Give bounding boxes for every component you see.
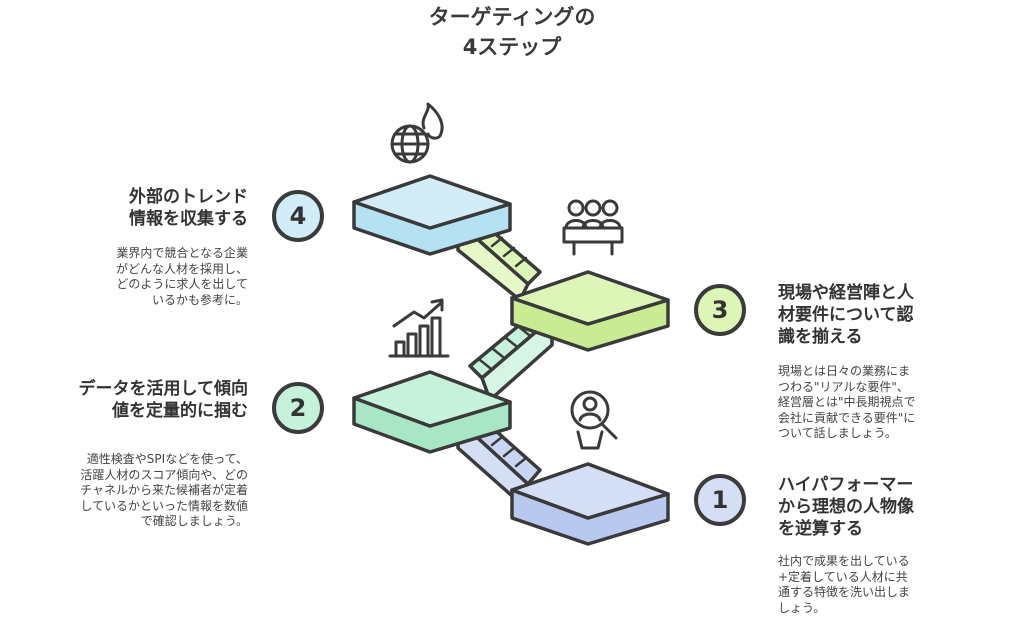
step-4-title: 外部のトレンド 情報を収集する [129,187,248,229]
step-4-number: 4 [272,190,324,242]
platform-1 [510,462,670,546]
title-line-1: ターゲティングの [428,5,596,29]
step-2-number: 2 [272,382,324,434]
step-2-title: データを活用して傾向 値を定量的に掴む [78,379,249,421]
step-2-description: 適性検査やSPIなどを使って、 活躍人材のスコア傾向や、どの チャネルから来た候… [80,452,248,528]
step-3-title: 現場や経営陣と人 材要件について認 識を揃える [778,283,914,347]
step-3-description: 現場とは日々の業務にま つわる"リアルな要件"、 経営層とは"中長期視点で 会社… [778,364,916,440]
globe-fire-icon [390,102,444,164]
bar-chart-icon [388,298,450,358]
step-1-number: 1 [694,474,746,526]
platform-3 [510,270,670,352]
diagram-title: ターゲティングの 4ステップ [312,2,712,62]
meeting-people-icon [562,199,624,256]
platform-2 [352,370,512,454]
step-3-number: 3 [694,284,746,336]
person-magnifier-icon [570,390,618,450]
platform-4 [352,174,512,256]
step-1-description: 社内で成果を出している +定着している人材に共 通する特徴を洗い出しま しょう。 [778,554,911,615]
step-1-title: ハイパフォーマー から理想の人物像 を逆算する [778,475,914,539]
title-line-2: 4ステップ [462,35,562,59]
step-4-description: 業界内で競合となる企業 がどんな人材を採用し、 どのように求人を出して いるかも… [115,246,248,307]
